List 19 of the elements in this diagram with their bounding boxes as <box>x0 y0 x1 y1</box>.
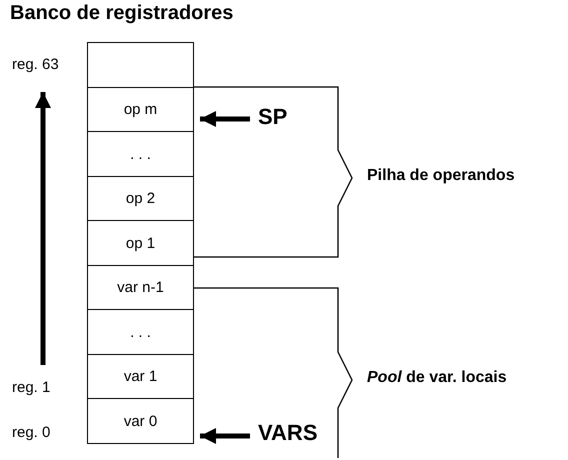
register-cell: var 0 <box>87 398 194 444</box>
region-label: Pool de var. locais <box>367 369 507 387</box>
register-cell: var 1 <box>87 354 194 400</box>
register-cell: op m <box>87 86 194 132</box>
arrow <box>200 111 250 127</box>
register-number: reg. 1 <box>12 379 50 396</box>
register-cell: . . . <box>87 131 194 177</box>
register-cell: var n-1 <box>87 264 194 310</box>
diagram-title: Banco de registradores <box>10 2 234 25</box>
pointer-label: VARS <box>258 420 318 446</box>
register-cell <box>87 42 194 88</box>
register-cell: op 2 <box>87 176 194 222</box>
register-number: reg. 63 <box>12 56 59 73</box>
region-label: Pilha de operandos <box>367 167 515 185</box>
register-cell: . . . <box>87 309 194 355</box>
register-cell: op 1 <box>87 220 194 266</box>
pointer-label: SP <box>258 104 288 130</box>
arrow <box>200 428 250 444</box>
register-number: reg. 0 <box>12 424 50 441</box>
